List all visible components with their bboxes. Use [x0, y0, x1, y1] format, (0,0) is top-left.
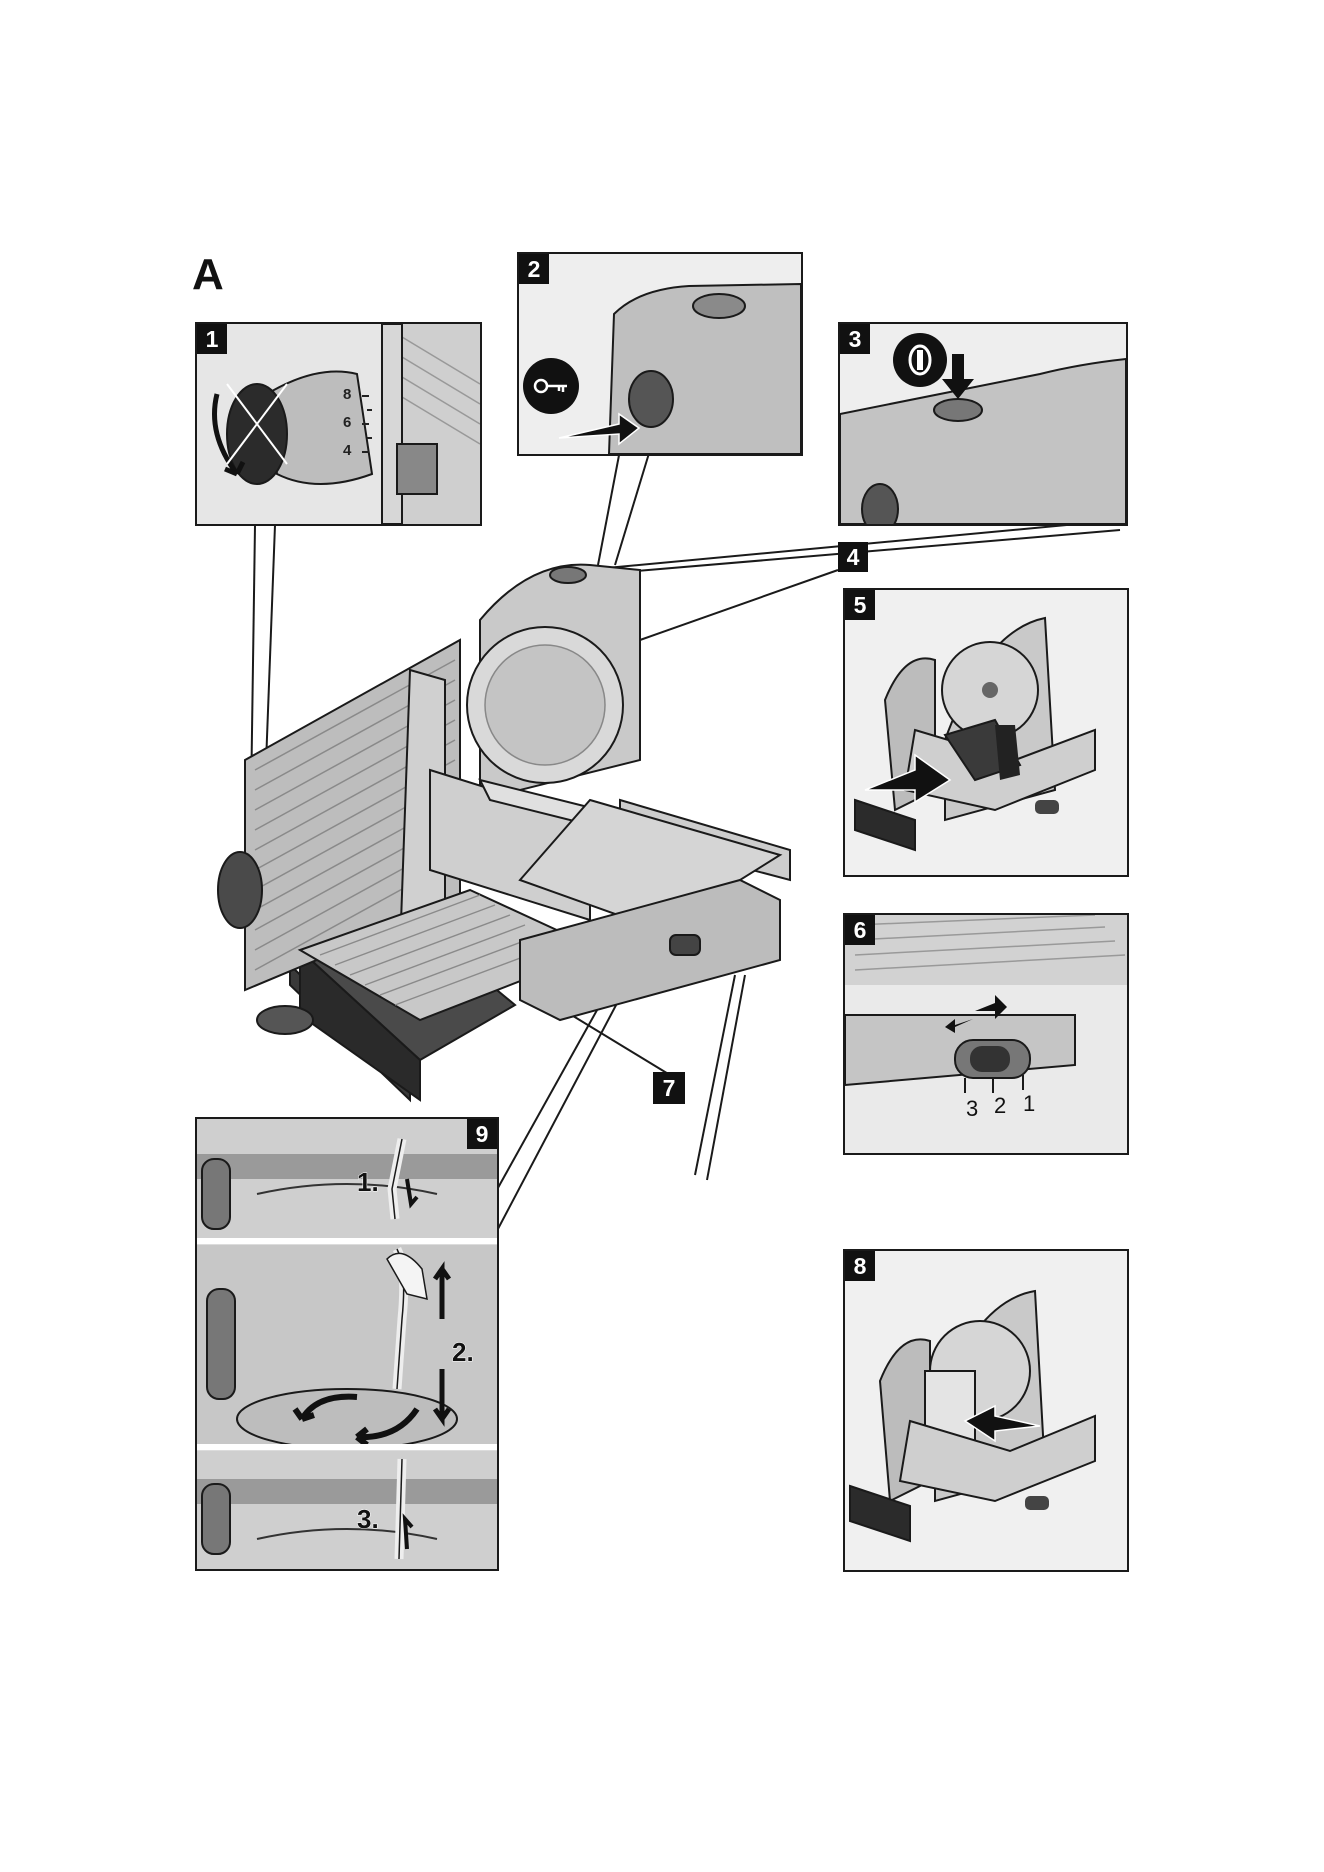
- panel-6-illustration: [845, 915, 1127, 1153]
- scale-mark-8: 8: [343, 386, 351, 403]
- panel-2-child-lock: 2: [517, 252, 803, 456]
- panel-8-illustration: [845, 1251, 1127, 1570]
- panel-1-illustration: [197, 324, 480, 524]
- switch-position-1: 1: [1023, 1091, 1035, 1117]
- callout-9: 9: [467, 1119, 497, 1149]
- switch-position-3: 3: [966, 1096, 978, 1122]
- slicer-illustration: [218, 565, 790, 1100]
- step-2-label: 2.: [452, 1337, 474, 1368]
- scale-mark-4: 4: [343, 442, 351, 459]
- switch-position-2: 2: [994, 1093, 1006, 1119]
- callout-8: 8: [845, 1251, 875, 1281]
- callout-5: 5: [845, 590, 875, 620]
- callout-6: 6: [845, 915, 875, 945]
- callout-7: 7: [653, 1072, 685, 1104]
- callout-1: 1: [197, 324, 227, 354]
- callout-4: 4: [838, 542, 868, 572]
- scale-mark-6: 6: [343, 414, 351, 431]
- panel-3-illustration: [840, 324, 1126, 524]
- panel-1-thickness-knob: 1 8 6 4: [195, 322, 482, 526]
- panel-8-remnant-holder: 8: [843, 1249, 1129, 1572]
- panel-5-food-carriage: 5: [843, 588, 1129, 877]
- panel-2-illustration: [519, 254, 801, 454]
- callout-3: 3: [840, 324, 870, 354]
- step-1-label: 1.: [357, 1167, 379, 1198]
- panel-5-illustration: [845, 590, 1127, 875]
- panel-3-power-button: 3: [838, 322, 1128, 526]
- panel-6-switch-positions: 6 3 2 1: [843, 913, 1129, 1155]
- panel-9-blade-removal: 9 1. 2. 3.: [195, 1117, 499, 1571]
- callout-2: 2: [519, 254, 549, 284]
- step-3-label: 3.: [357, 1504, 379, 1535]
